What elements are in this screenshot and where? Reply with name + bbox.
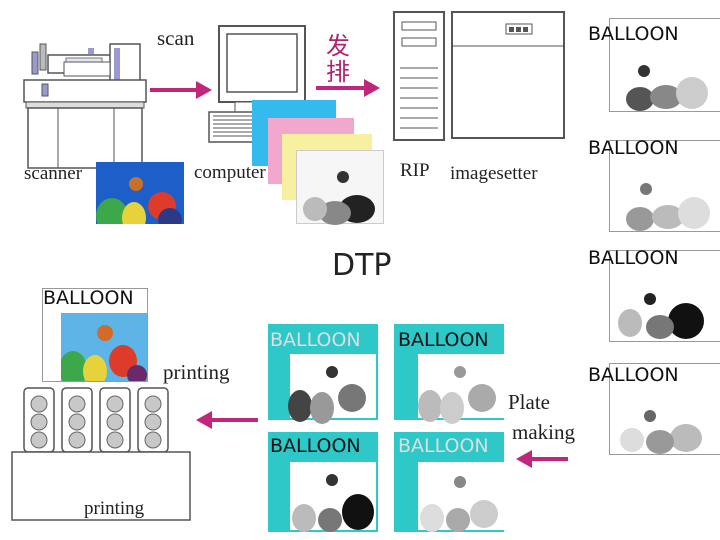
- balloon-bw-image: [292, 474, 374, 532]
- scanner-photo: [96, 162, 184, 224]
- film-card-2: BALLOON: [588, 137, 720, 232]
- film-card-top-title: BALLOON: [588, 23, 679, 45]
- balloon-bw-image: [303, 171, 375, 225]
- plate-white-1-image: [418, 354, 504, 424]
- film-card-top: BALLOON: [588, 18, 720, 112]
- color-print-card-title: BALLOON: [43, 287, 134, 309]
- film-card-3-title: BALLOON: [588, 247, 679, 269]
- balloon-bw-image: [618, 293, 704, 339]
- plate-white-2-title: BALLOON: [398, 435, 489, 457]
- scanner-label: scanner: [24, 163, 83, 184]
- film-card-2-title: BALLOON: [588, 137, 679, 159]
- arrow-scan: [150, 81, 212, 99]
- arrow-plate-making: [516, 450, 568, 468]
- computer-label: computer: [194, 162, 266, 183]
- making-label: making: [512, 420, 575, 444]
- plate-white-2: BALLOON: [394, 432, 504, 532]
- typeset-label-2: 排: [326, 60, 350, 86]
- film-card-3: BALLOON: [588, 247, 720, 342]
- typeset-label-1: 发: [326, 34, 350, 60]
- film-card-4: BALLOON: [588, 363, 720, 455]
- arrow-typeset: [316, 79, 380, 97]
- arrow-printing: [196, 411, 258, 429]
- plate-teal-1: BALLOON: [268, 324, 378, 424]
- balloon-bw-image: [288, 366, 366, 424]
- balloon-color-image: [61, 325, 147, 381]
- balloon-bw-image: [626, 183, 710, 231]
- balloon-bw-image: [420, 476, 498, 532]
- plate-label: Plate: [508, 390, 550, 414]
- imagesetter-icon: [451, 11, 565, 139]
- plate-white-2-image: [418, 462, 504, 532]
- film-black: [296, 150, 384, 225]
- plate-white-1: BALLOON: [394, 324, 504, 424]
- balloon-bw-image: [626, 65, 708, 111]
- plate-teal-1-title: BALLOON: [270, 329, 361, 351]
- color-print-image: [61, 313, 147, 381]
- imagesetter-label: imagesetter: [450, 163, 538, 184]
- balloon-color-image: [96, 177, 182, 224]
- plate-teal-2: BALLOON: [268, 432, 378, 532]
- plate-teal-2-title: BALLOON: [270, 435, 361, 457]
- scanner-icon: [23, 43, 147, 169]
- printing-press-icon: [11, 387, 191, 521]
- rip-tower-icon: [393, 11, 445, 141]
- dtp-label: DTP: [332, 248, 392, 283]
- scan-label: scan: [157, 26, 195, 50]
- plate-white-1-title: BALLOON: [398, 329, 489, 351]
- film-card-4-title: BALLOON: [588, 364, 679, 386]
- rip-label: RIP: [400, 160, 430, 181]
- printing-label-mid: printing: [163, 360, 230, 384]
- color-print-card: BALLOON: [42, 287, 148, 382]
- plate-teal-1-image: [288, 354, 376, 424]
- printing-label-bottom: printing: [84, 498, 145, 519]
- plate-teal-2-image: [290, 462, 376, 532]
- balloon-bw-image: [418, 366, 496, 424]
- balloon-bw-image: [620, 410, 702, 454]
